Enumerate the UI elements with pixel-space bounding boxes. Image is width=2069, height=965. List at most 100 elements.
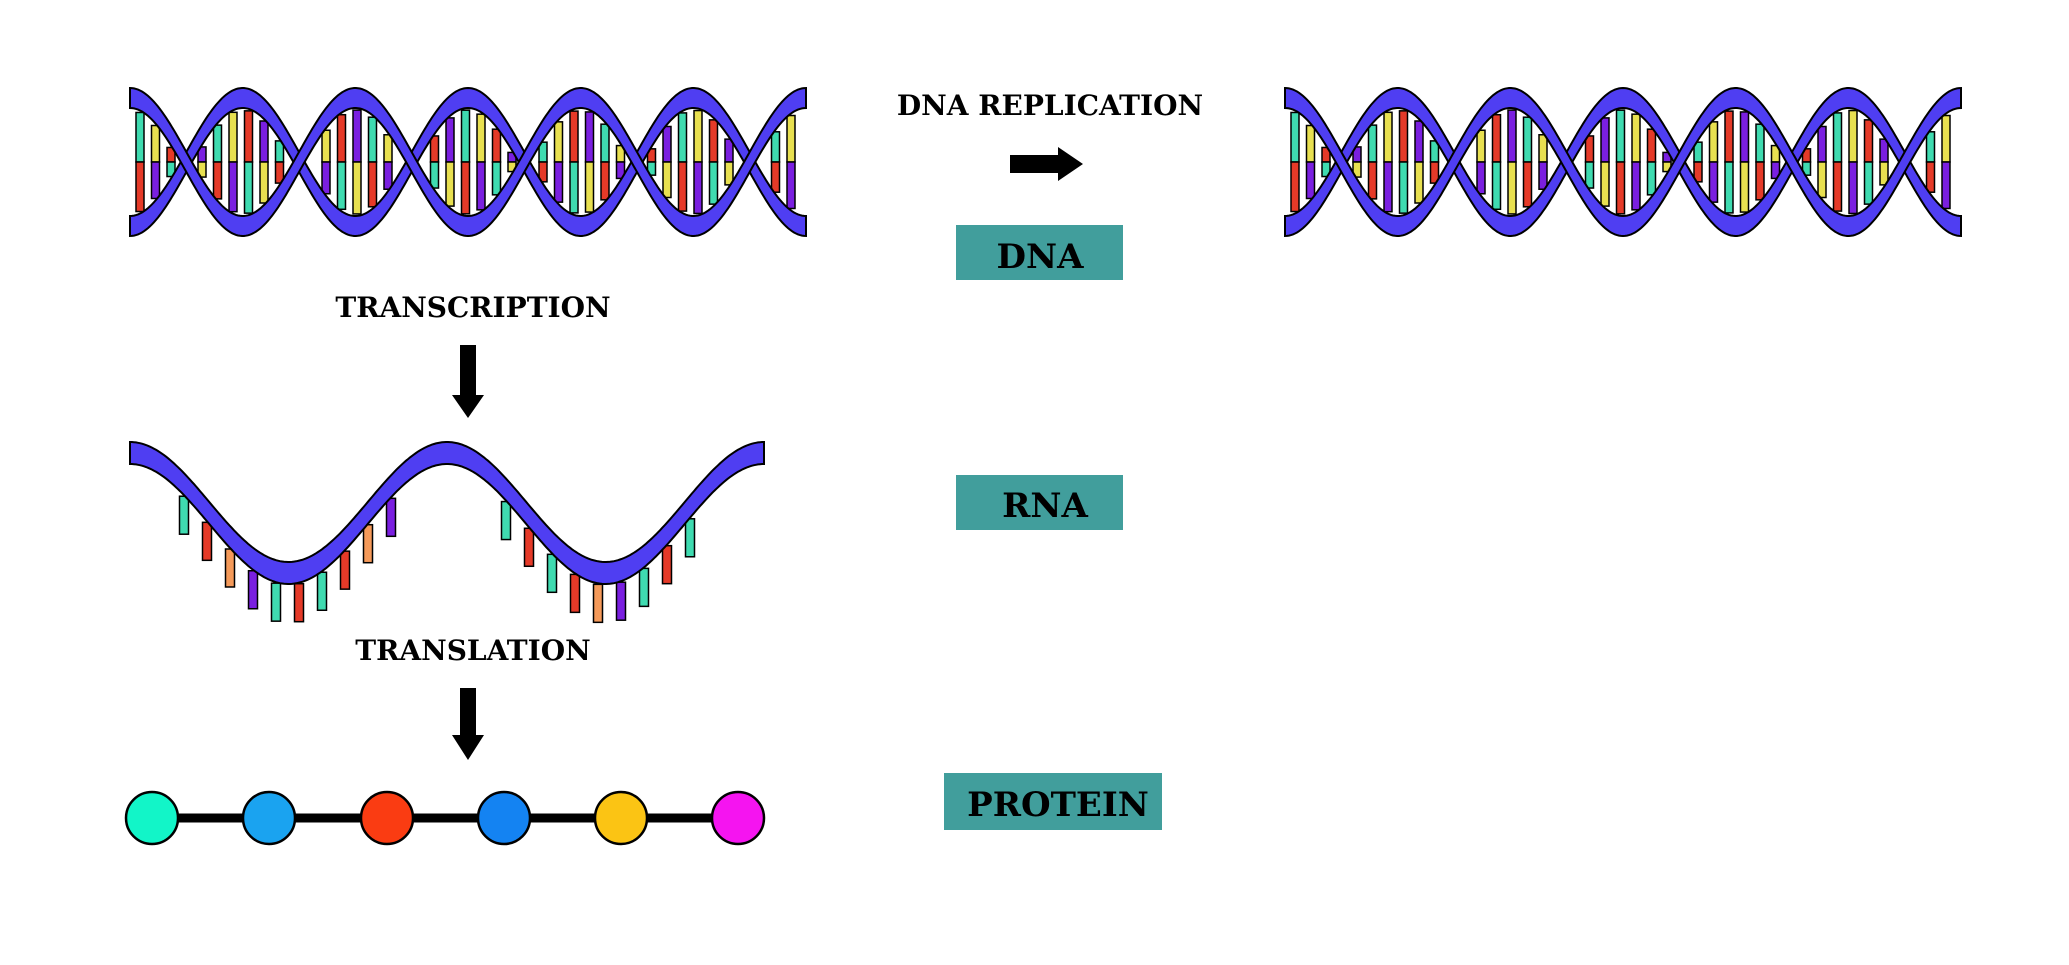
rna-base [523,527,535,568]
base-pair [1290,111,1300,163]
dna-replication-label: DNA REPLICATION [897,89,1203,122]
base-pair [1925,161,1936,193]
rna-base [546,553,558,594]
base-pair [166,161,176,178]
rna-base [316,571,328,612]
base-pair [476,113,486,163]
base-pair [383,134,393,163]
base-pair [336,113,347,163]
base-pair [212,161,223,200]
rna-box-label: RNA [1002,486,1088,526]
base-pair [1615,161,1626,215]
base-pair [569,161,579,214]
base-pair [1941,114,1951,163]
base-pair [1863,119,1874,163]
rna-base [684,518,696,558]
base-pair [569,110,579,163]
base-pair [1383,161,1393,213]
protein-box: PROTEIN [944,773,1162,830]
rna-base [661,544,673,585]
base-pair [135,111,145,163]
base-pair [259,120,269,163]
base-pair [600,123,610,163]
base-pair [1724,110,1734,163]
base-pair [1522,161,1533,208]
base-pair [1770,161,1781,180]
rna-strand [129,441,765,624]
base-pair [708,161,719,205]
base-pair [1600,161,1610,207]
base-pair [1367,124,1378,163]
base-pair [1491,161,1502,211]
base-pair [228,111,238,163]
base-pair [770,131,781,163]
base-pair [1600,117,1610,163]
rna-base [500,500,512,541]
base-pair [1817,161,1827,199]
base-pair [662,161,672,199]
base-pair [786,114,796,163]
base-pair [1507,109,1517,163]
dna-backbone-strand [129,86,807,238]
rna-base [293,582,305,623]
amino-acid-circle [476,790,532,846]
rna-backbone [129,441,765,585]
base-pair [1538,134,1548,163]
dna-box: DNA [956,225,1123,280]
base-pair [383,161,393,190]
dna-backbone-strand [129,86,807,238]
base-pair [1305,161,1316,200]
arrow-right-icon [1010,147,1083,181]
base-pair [1693,161,1703,183]
base-pair [615,161,626,180]
protein-box-label: PROTEIN [967,785,1149,825]
base-pair [1476,129,1486,163]
base-pair [1863,161,1874,205]
rna-base [592,583,604,624]
base-pair [1708,121,1719,163]
base-pair [460,161,471,215]
base-pair [1755,161,1765,201]
rna-base [615,581,627,621]
base-pair [1848,161,1858,215]
base-pair [1321,161,1331,178]
base-pair [1507,161,1517,215]
base-pair [1631,161,1641,211]
dna-box-label: DNA [997,237,1085,277]
base-pair [352,161,362,215]
base-pair [150,124,161,163]
base-pair [770,161,781,193]
base-pair [1352,161,1362,178]
base-pair [1615,109,1626,163]
base-pair [786,161,796,210]
amino-acid-circle [593,790,649,846]
base-pair [1646,128,1657,163]
base-pair [1832,161,1843,212]
rna-base [569,573,581,614]
base-pair [445,117,455,163]
base-pair [491,161,502,196]
dna-backbone-strand [1284,86,1962,238]
base-pair [677,112,688,163]
base-pair [367,161,378,208]
base-pair [1848,109,1858,163]
base-pair [150,161,161,200]
base-pair [1538,161,1548,190]
base-pair [1646,161,1657,196]
base-pair [491,128,502,163]
rna-base [270,582,282,622]
arrow-down-icon [452,688,484,760]
base-pair [1817,125,1827,163]
base-pair [445,161,455,207]
base-pair [1631,113,1641,163]
base-pair [1724,161,1734,214]
base-pair [476,161,486,211]
base-pair [243,161,254,214]
base-pair [1708,161,1719,203]
base-pair [724,161,734,186]
rna-base [339,550,351,590]
rna-base [201,521,213,562]
base-pair [336,161,347,211]
base-pair [321,161,331,195]
base-pair [1414,120,1424,163]
